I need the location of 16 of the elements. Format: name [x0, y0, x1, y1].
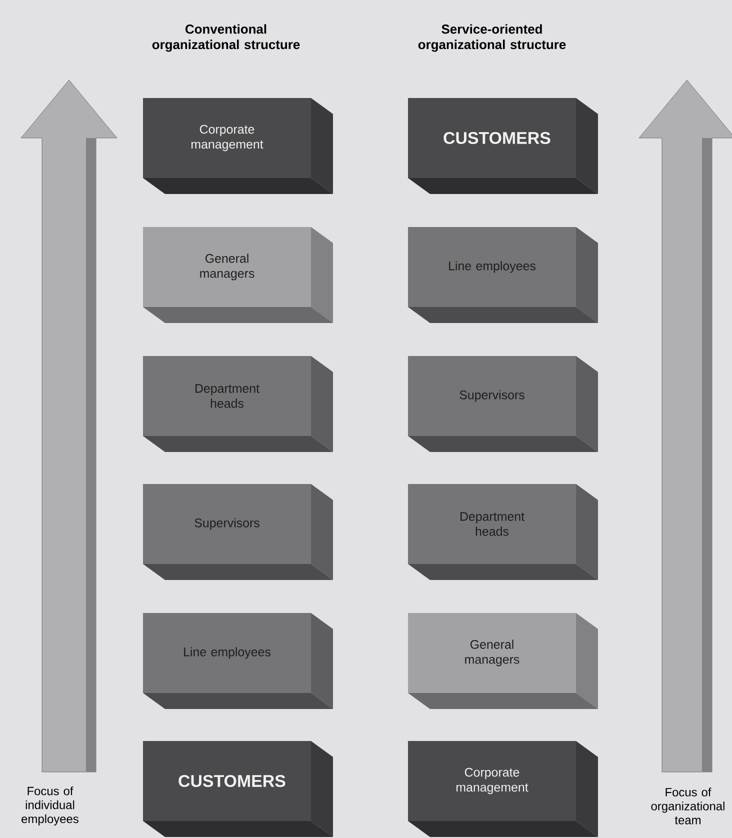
block: Department heads: [408, 484, 598, 580]
arrow-caption: Focus of individual employees: [22, 786, 78, 826]
block: Corporate management: [408, 741, 598, 837]
block: CUSTOMERS: [143, 741, 333, 837]
block: Line employees: [143, 613, 333, 709]
block: Supervisors: [408, 356, 598, 452]
block: Line employees: [408, 227, 598, 323]
block: General managers: [143, 227, 333, 323]
column-heading: Service-oriented organizational structure: [418, 24, 566, 52]
block: General managers: [408, 613, 598, 709]
block: Department heads: [143, 356, 333, 452]
block: Corporate management: [143, 98, 333, 194]
column-heading: Conventional organizational structure: [152, 24, 300, 52]
block: CUSTOMERS: [408, 98, 598, 194]
block: Supervisors: [143, 484, 333, 580]
arrow-caption: Focus of organizational team: [651, 788, 724, 824]
